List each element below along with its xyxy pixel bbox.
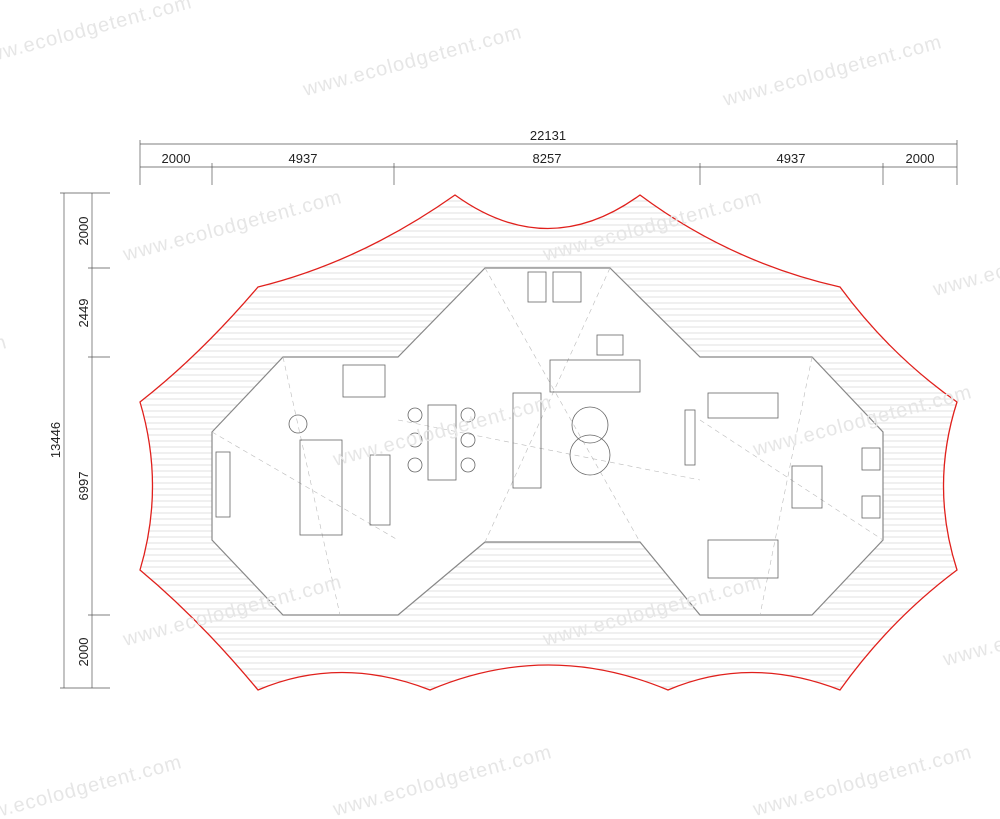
left-bed [299,439,343,536]
coffee-table [571,406,609,444]
kitchen-unit [552,271,582,303]
dim-height-3: 6997 [76,472,91,501]
right-sink-bottom [861,495,881,519]
right-bed-top [707,392,779,419]
interior-furniture [215,271,881,579]
dim-width-4: 4937 [777,151,806,166]
roof-guide-lines [211,267,884,616]
right-bed-bottom [707,539,779,579]
dining-table [427,404,457,481]
sofa [512,392,542,489]
left-bathtub [342,364,386,398]
left-sink [288,414,308,434]
left-desk [215,451,231,518]
dim-height-2: 2449 [76,299,91,328]
dim-height-1: 2000 [76,217,91,246]
vertical-dimensions [60,192,110,689]
center-sink [596,334,624,356]
horizontal-dimensions [139,140,958,185]
bunk-stairs [791,465,823,509]
dim-width-5: 2000 [906,151,935,166]
kitchen-counter [549,359,641,393]
right-sink-top [861,447,881,471]
dim-height-4: 2000 [76,638,91,667]
dim-width-2: 4937 [289,151,318,166]
left-wardrobe [369,454,391,526]
dim-total-width: 22131 [530,128,566,143]
dim-width-3: 8257 [533,151,562,166]
canopy-outline [139,194,958,691]
dim-width-1: 2000 [162,151,191,166]
right-desk [684,409,696,466]
fridge [527,271,547,303]
dim-total-height: 13446 [48,422,63,458]
